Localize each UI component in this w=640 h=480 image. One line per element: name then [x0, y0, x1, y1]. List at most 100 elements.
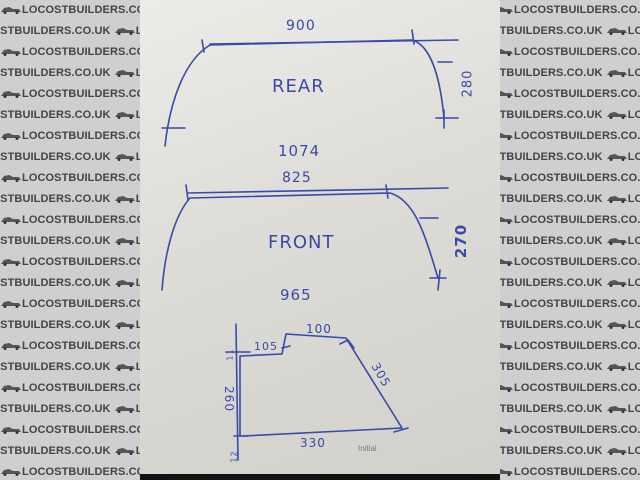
front-top-line — [187, 187, 449, 194]
watermark-text: LOCOSTBUILDERS.CO.UK — [0, 67, 111, 79]
car-logo-icon — [114, 322, 135, 329]
watermark-text: LOCOSTBUILDERS.CO.UK — [0, 193, 111, 205]
car-logo-icon — [500, 7, 513, 14]
car-logo-icon — [606, 406, 627, 413]
bottom-border — [140, 474, 500, 480]
watermark-row: LOCOSTBUILDERS.CO.UK LOCOSTBUILDERS.CO.U… — [500, 445, 640, 457]
watermark-row: LOCOSTBUILDERS.CO.UK LOCOSTBUILDERS.CO.U… — [0, 382, 140, 394]
watermark-text: LOCOSTBUILDERS.CO.UK — [500, 193, 603, 205]
watermark-text: LOCOSTBUILDERS.CO.UK — [500, 277, 603, 289]
watermark-text: LOCOSTBUILDERS.CO.UK — [500, 319, 603, 331]
watermark-row: LOCOSTBUILDERS.CO.UK LOCOSTBUILDERS.CO.U… — [0, 256, 140, 268]
watermark-row: LOCOSTBUILDERS.CO.UK LOCOSTBUILDERS.CO.U… — [500, 403, 640, 415]
side-step-dimension: 105 — [254, 340, 278, 353]
watermark-row: LOCOSTBUILDERS.CO.UK LOCOSTBUILDERS.CO.U… — [0, 403, 140, 415]
watermark-row: LOCOSTBUILDERS.CO.UK LOCOSTBUILDERS.CO.U… — [500, 46, 640, 58]
watermark-text: LOCOSTBUILDERS.CO.UK — [514, 382, 640, 394]
watermark-row: LOCOSTBUILDERS.CO.UK LOCOSTBUILDERS.CO.U… — [0, 445, 140, 457]
watermark-row: LOCOSTBUILDERS.CO.UK LOCOSTBUILDERS.CO.U… — [0, 172, 140, 184]
car-logo-icon — [1, 301, 21, 308]
side-top-arrow — [339, 339, 355, 349]
car-logo-icon — [500, 133, 513, 140]
watermark-text: LOCOSTBUILDERS.CO.UK — [514, 130, 640, 142]
watermark-text: LOCOSTBUILDERS.CO.UK — [627, 445, 640, 457]
watermark-row: LOCOSTBUILDERS.CO.UK LOCOSTBUILDERS.CO.U… — [0, 340, 140, 352]
watermark-text: LOCOSTBUILDERS.CO.UK — [22, 424, 140, 436]
watermark-text: LOCOSTBUILDERS.CO.UK — [500, 109, 603, 121]
watermark-left: LOCOSTBUILDERS.CO.UK LOCOSTBUILDERS.CO.U… — [0, 0, 140, 480]
watermark-text: LOCOSTBUILDERS.CO.UK — [627, 67, 640, 79]
watermark-text: LOCOSTBUILDERS.CO.UK — [627, 319, 640, 331]
side-height-dimension: 260 — [221, 386, 236, 412]
watermark-text: LOCOSTBUILDERS.CO.UK — [514, 298, 640, 310]
watermark-text: LOCOSTBUILDERS.CO.UK — [627, 361, 640, 373]
initial-mark: Initial — [358, 444, 377, 453]
front-label: FRONT — [268, 232, 335, 253]
watermark-text: LOCOSTBUILDERS.CO.UK — [0, 109, 111, 121]
front-tick-right — [385, 184, 389, 199]
watermark-text: LOCOSTBUILDERS.CO.UK — [22, 172, 140, 184]
sketch-lines — [161, 29, 459, 461]
watermark-text: LOCOSTBUILDERS.CO.UK — [514, 424, 640, 436]
watermark-text: LOCOSTBUILDERS.CO.UK — [135, 67, 140, 79]
watermark-row: LOCOSTBUILDERS.CO.UK LOCOSTBUILDERS.CO.U… — [500, 361, 640, 373]
car-logo-icon — [606, 196, 627, 203]
watermark-row: LOCOSTBUILDERS.CO.UK LOCOSTBUILDERS.CO.U… — [0, 151, 140, 163]
watermark-text: LOCOSTBUILDERS.CO.UK — [500, 361, 603, 373]
watermark-text: LOCOSTBUILDERS.CO.UK — [0, 403, 111, 415]
car-logo-icon — [500, 175, 513, 182]
watermark-text: LOCOSTBUILDERS.CO.UK — [514, 4, 640, 16]
watermark-row: LOCOSTBUILDERS.CO.UK LOCOSTBUILDERS.CO.U… — [500, 25, 640, 37]
watermark-text: LOCOSTBUILDERS.CO.UK — [627, 235, 640, 247]
watermark-text: LOCOSTBUILDERS.CO.UK — [22, 4, 140, 16]
car-logo-icon — [606, 322, 627, 329]
car-logo-icon — [114, 154, 135, 161]
watermark-row: LOCOSTBUILDERS.CO.UK LOCOSTBUILDERS.CO.U… — [500, 256, 640, 268]
watermark-row: LOCOSTBUILDERS.CO.UK LOCOSTBUILDERS.CO.U… — [0, 361, 140, 373]
car-logo-icon — [114, 28, 135, 35]
watermark-text: LOCOSTBUILDERS.CO.UK — [135, 445, 140, 457]
watermark-text: LOCOSTBUILDERS.CO.UK — [0, 277, 111, 289]
watermark-text: LOCOSTBUILDERS.CO.UK — [22, 46, 140, 58]
rear-outline — [164, 39, 445, 147]
watermark-row: LOCOSTBUILDERS.CO.UK LOCOSTBUILDERS.CO.U… — [500, 424, 640, 436]
watermark-right: LOCOSTBUILDERS.CO.UK LOCOSTBUILDERS.CO.U… — [500, 0, 640, 480]
car-logo-icon — [606, 112, 627, 119]
watermark-row: LOCOSTBUILDERS.CO.UK LOCOSTBUILDERS.CO.U… — [500, 151, 640, 163]
car-logo-icon — [1, 7, 21, 14]
car-logo-icon — [500, 301, 513, 308]
watermark-text: LOCOSTBUILDERS.CO.UK — [0, 445, 111, 457]
watermark-text: LOCOSTBUILDERS.CO.UK — [514, 340, 640, 352]
watermark-text: LOCOSTBUILDERS.CO.UK — [514, 256, 640, 268]
watermark-row: LOCOSTBUILDERS.CO.UK LOCOSTBUILDERS.CO.U… — [0, 298, 140, 310]
watermark-row: LOCOSTBUILDERS.CO.UK LOCOSTBUILDERS.CO.U… — [0, 277, 140, 289]
car-logo-icon — [606, 154, 627, 161]
watermark-row: LOCOSTBUILDERS.CO.UK LOCOSTBUILDERS.CO.U… — [0, 109, 140, 121]
watermark-text: LOCOSTBUILDERS.CO.UK — [135, 277, 140, 289]
watermark-text: LOCOSTBUILDERS.CO.UK — [514, 88, 640, 100]
watermark-text: LOCOSTBUILDERS.CO.UK — [0, 235, 111, 247]
watermark-text: LOCOSTBUILDERS.CO.UK — [0, 319, 111, 331]
car-logo-icon — [114, 448, 135, 455]
watermark-text: LOCOSTBUILDERS.CO.UK — [500, 235, 603, 247]
rear-height-dimension: 280 — [460, 69, 476, 98]
side-outline — [239, 333, 403, 437]
car-logo-icon — [606, 280, 627, 287]
watermark-row: LOCOSTBUILDERS.CO.UK LOCOSTBUILDERS.CO.U… — [0, 25, 140, 37]
watermark-text: LOCOSTBUILDERS.CO.UK — [627, 277, 640, 289]
watermark-row: LOCOSTBUILDERS.CO.UK LOCOSTBUILDERS.CO.U… — [500, 340, 640, 352]
car-logo-icon — [1, 385, 21, 392]
watermark-row: LOCOSTBUILDERS.CO.UK LOCOSTBUILDERS.CO.U… — [0, 193, 140, 205]
rear-top-line — [209, 39, 459, 45]
car-logo-icon — [1, 49, 21, 56]
car-logo-icon — [1, 217, 21, 224]
watermark-row: LOCOSTBUILDERS.CO.UK LOCOSTBUILDERS.CO.U… — [0, 88, 140, 100]
car-logo-icon — [500, 91, 513, 98]
car-logo-icon — [114, 70, 135, 77]
car-logo-icon — [500, 427, 513, 434]
watermark-text: LOCOSTBUILDERS.CO.UK — [514, 214, 640, 226]
side-top-dimension: 100 — [306, 322, 332, 336]
car-logo-icon — [114, 196, 135, 203]
rear-tick-left — [201, 39, 205, 53]
watermark-text: LOCOSTBUILDERS.CO.UK — [500, 403, 603, 415]
